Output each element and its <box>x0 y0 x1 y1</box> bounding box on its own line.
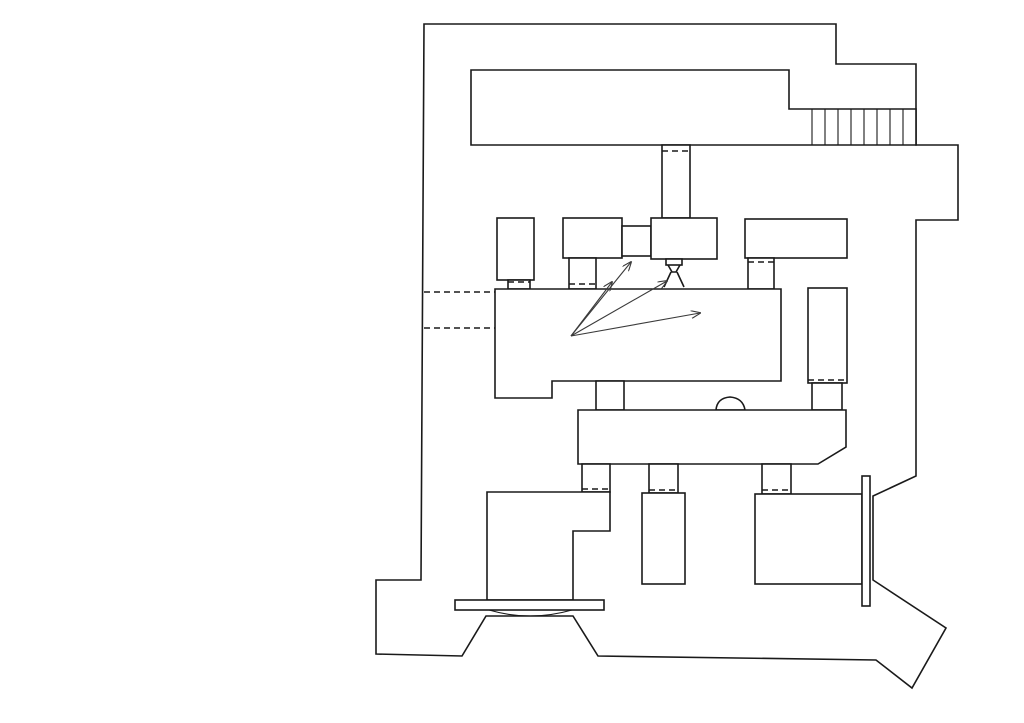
flow-arrow-3 <box>570 281 667 337</box>
connector-mid-left <box>595 380 625 411</box>
dome-cap <box>715 396 746 411</box>
top-chamber-grating <box>811 109 904 145</box>
main-vessel <box>494 288 782 399</box>
outer-enclosure <box>375 23 959 690</box>
bottom-left-flange-lip <box>488 609 573 617</box>
module-bottom-center <box>641 492 686 585</box>
nozzle-icon <box>663 258 685 288</box>
module-upper-3 <box>650 217 718 260</box>
bottom-right-chamber <box>754 493 863 585</box>
module-upper-4 <box>744 218 848 259</box>
feed-column <box>661 144 691 219</box>
bottom-right-flange <box>861 475 871 607</box>
bottom-left-flange <box>454 599 605 611</box>
lower-vessel <box>577 409 847 465</box>
top-chamber <box>470 69 917 146</box>
flow-arrow-2 <box>570 262 631 337</box>
connector-low-2 <box>648 463 679 494</box>
module-upper-1 <box>496 217 535 281</box>
flow-arrow-4 <box>570 313 700 337</box>
connector-low-1 <box>581 463 611 493</box>
module-upper-link <box>621 225 652 257</box>
bottom-left-chamber <box>486 491 611 601</box>
module-upper-2 <box>562 217 623 259</box>
module-right-tall-stem <box>811 382 843 411</box>
module-right-tall <box>807 287 848 384</box>
flow-arrows <box>570 262 700 337</box>
